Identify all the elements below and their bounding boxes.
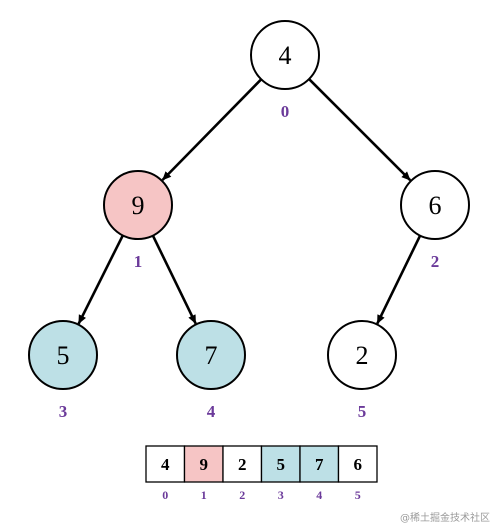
node-index-label: 5 bbox=[358, 402, 367, 421]
array-cell-2: 22 bbox=[222, 445, 263, 502]
node-circle bbox=[28, 320, 98, 390]
node-circle bbox=[250, 20, 320, 90]
array-cell-value: 9 bbox=[200, 455, 209, 474]
array-cell-index: 0 bbox=[162, 488, 168, 502]
edge-2-to-5 bbox=[376, 235, 422, 325]
array-cell-box bbox=[299, 445, 340, 483]
array-cell-index: 2 bbox=[239, 488, 245, 502]
node-circle bbox=[327, 320, 397, 390]
tree-node-2: 62 bbox=[400, 170, 470, 271]
array-cell-index: 3 bbox=[278, 488, 284, 502]
tree-node-1: 91 bbox=[103, 170, 173, 271]
array-cell-box bbox=[260, 445, 301, 483]
array-cell-4: 74 bbox=[299, 445, 340, 502]
array-cell-3: 53 bbox=[260, 445, 301, 502]
node-index-label: 3 bbox=[59, 402, 68, 421]
node-value: 5 bbox=[57, 341, 70, 370]
tree-edges bbox=[77, 78, 422, 325]
array-cell-5: 65 bbox=[337, 445, 378, 502]
node-value: 2 bbox=[356, 341, 369, 370]
node-circle bbox=[400, 170, 470, 240]
node-index-label: 4 bbox=[207, 402, 216, 421]
array-cell-box bbox=[222, 445, 263, 483]
array-cell-value: 5 bbox=[277, 455, 286, 474]
edge-1-to-3 bbox=[77, 234, 124, 325]
node-circle bbox=[103, 170, 173, 240]
node-value: 7 bbox=[205, 341, 218, 370]
array-cell-1: 91 bbox=[183, 445, 224, 502]
node-index-label: 2 bbox=[431, 252, 440, 271]
array-cell-index: 4 bbox=[316, 488, 322, 502]
array-cell-index: 5 bbox=[355, 488, 361, 502]
node-index-label: 0 bbox=[281, 102, 290, 121]
node-value: 4 bbox=[279, 41, 292, 70]
array-cell-value: 4 bbox=[161, 455, 170, 474]
watermark-text: @稀土掘金技术社区 bbox=[400, 511, 490, 524]
edge-0-to-2 bbox=[308, 78, 412, 182]
array-cell-index: 1 bbox=[201, 488, 207, 502]
node-circle bbox=[176, 320, 246, 390]
edge-0-to-1 bbox=[161, 78, 263, 181]
array-cell-box bbox=[337, 445, 378, 483]
node-value: 9 bbox=[132, 191, 145, 220]
tree-node-3: 53 bbox=[28, 320, 98, 421]
tree-node-5: 25 bbox=[327, 320, 397, 421]
node-index-label: 1 bbox=[134, 252, 143, 271]
array-cell-value: 2 bbox=[238, 455, 247, 474]
tree-node-0: 40 bbox=[250, 20, 320, 121]
array-cell-value: 6 bbox=[354, 455, 363, 474]
node-value: 6 bbox=[429, 191, 442, 220]
array-cell-value: 7 bbox=[315, 455, 324, 474]
edge-1-to-4 bbox=[151, 235, 197, 325]
tree-node-4: 74 bbox=[176, 320, 246, 421]
array-cell-0: 40 bbox=[145, 445, 186, 502]
